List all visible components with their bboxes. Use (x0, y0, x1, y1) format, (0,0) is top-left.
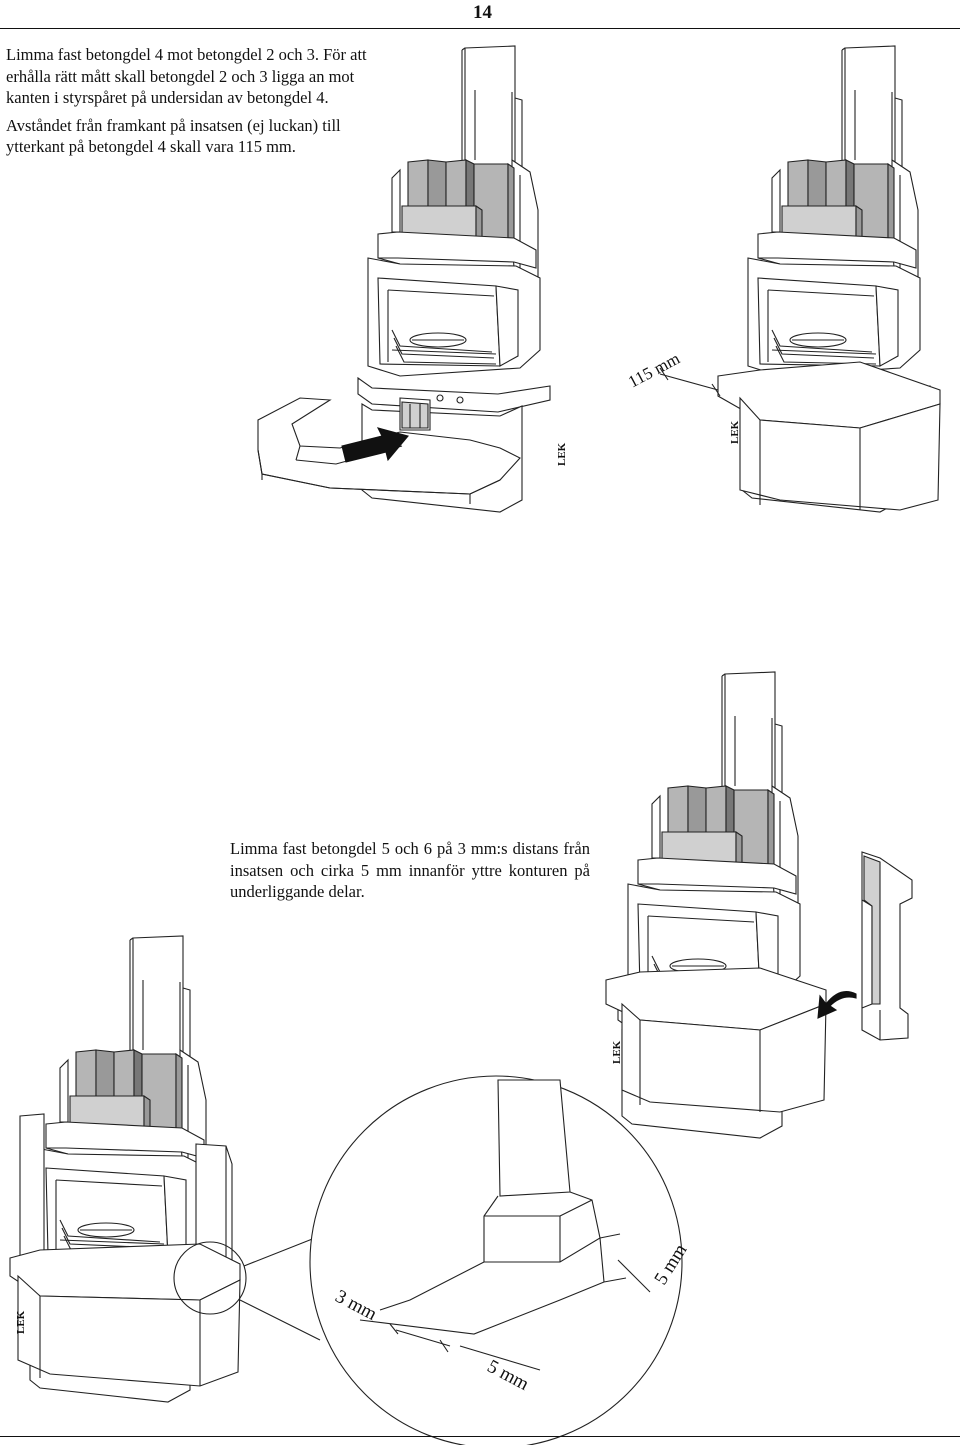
page-number: 14 (473, 2, 492, 23)
illustration-pillar-placement: LEK (605, 671, 913, 1139)
stamp-label: LEK (611, 1040, 623, 1064)
illustration-slab-insertion: LEK (257, 45, 568, 513)
illustration-complete-with-detail: LEK (9, 935, 331, 1403)
instruction-paragraph: Avståndet från framkant på insatsen (ej … (6, 115, 341, 157)
instruction-paragraph: Limma fast betongdel 4 mot betongdel 2 o… (6, 45, 367, 107)
instruction-step-2: Limma fast betongdel 5 och 6 på 3 mm:s d… (230, 838, 590, 903)
illustration-115mm-distance: 115 mm LEK (625, 45, 941, 513)
curved-arrow-icon (817, 991, 857, 1019)
header-rule (0, 28, 960, 29)
push-arrow-icon (341, 427, 409, 463)
stamp-label: LEK (556, 442, 568, 466)
detail-magnified-view: 3 mm 5 mm 5 mm (309, 1075, 692, 1445)
instruction-paragraph: Limma fast betongdel 5 och 6 på 3 mm:s d… (230, 839, 590, 901)
stamp-label: LEK (15, 1310, 27, 1334)
magnifier-circle-icon (173, 1241, 247, 1315)
instruction-step-1: Limma fast betongdel 4 mot betongdel 2 o… (6, 44, 384, 158)
footer-rule (0, 1436, 960, 1437)
dimension-label-115mm: 115 mm (625, 349, 683, 392)
stamp-label: LEK (729, 420, 741, 444)
